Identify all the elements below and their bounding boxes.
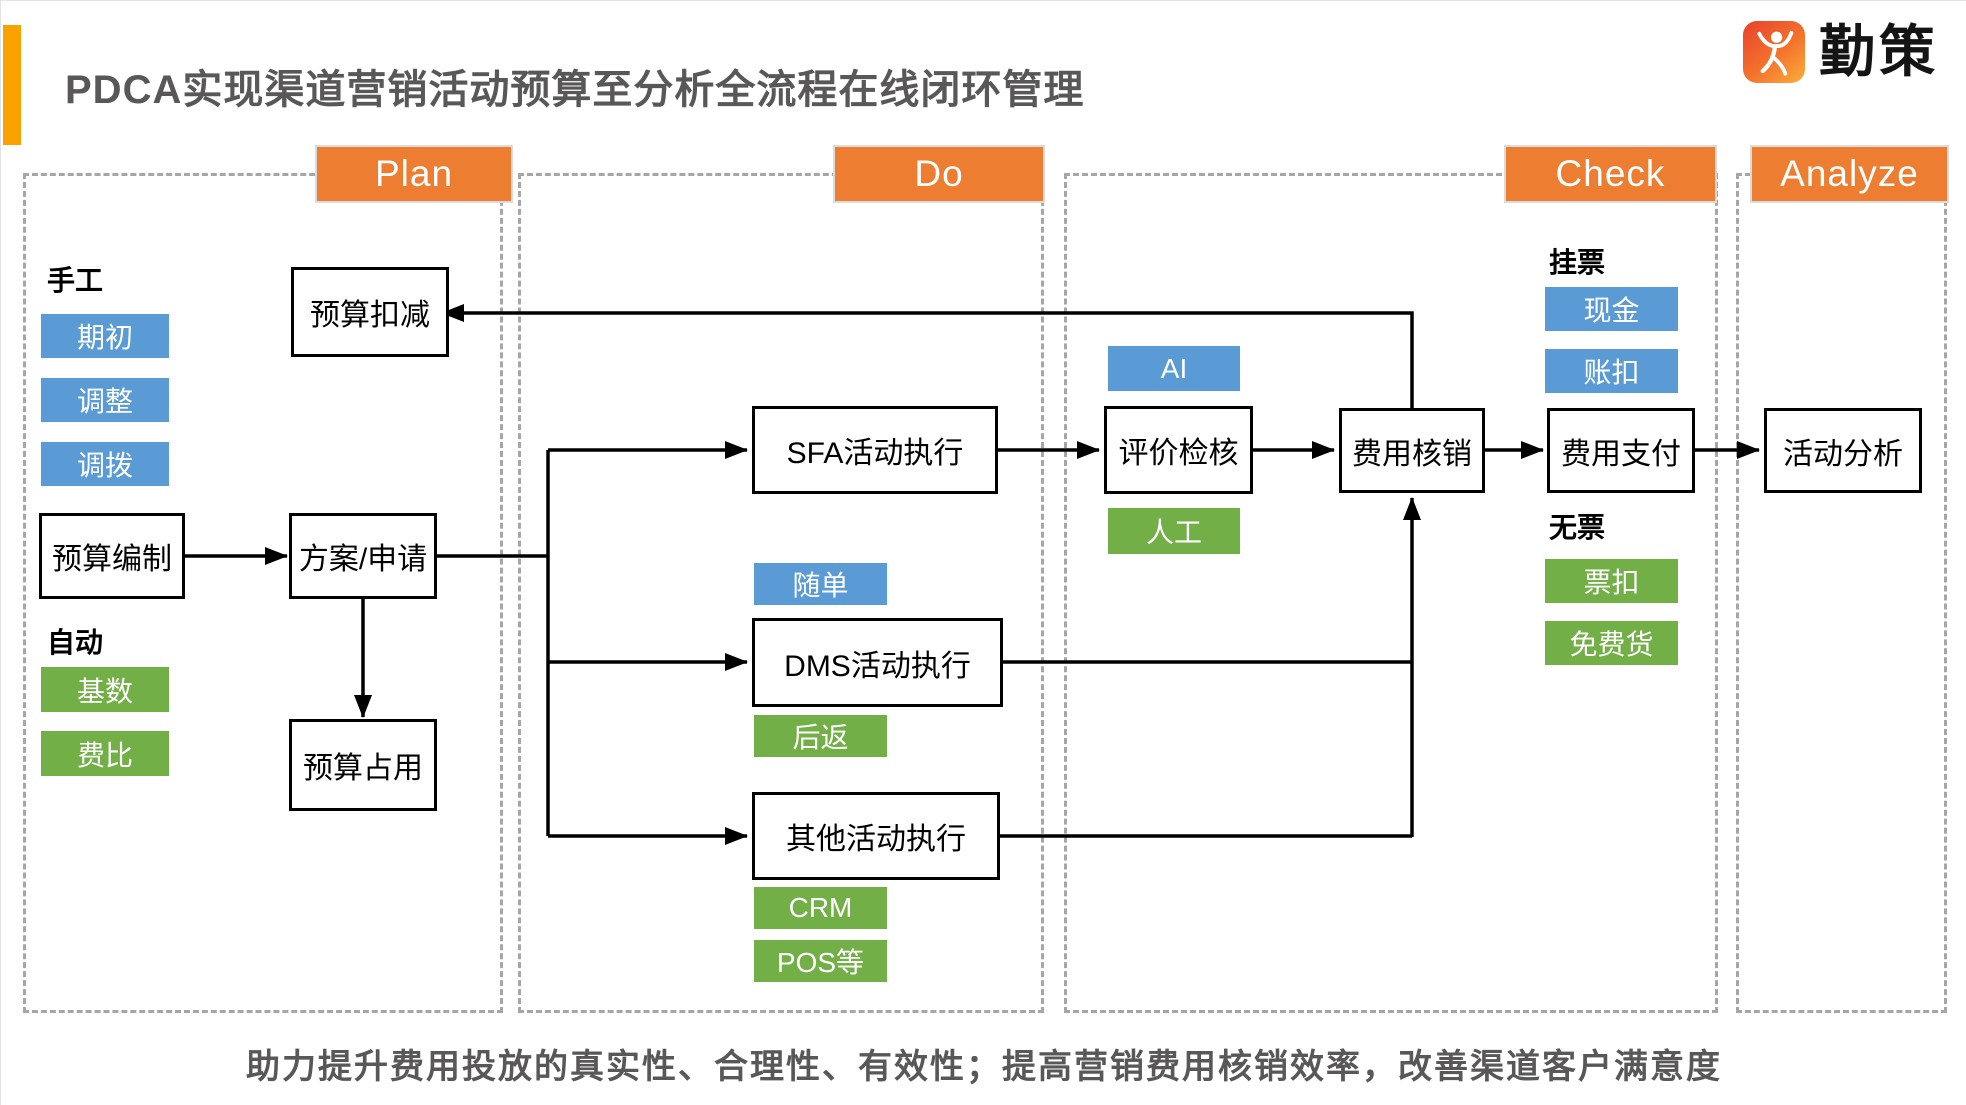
- do-header: Do: [833, 145, 1045, 203]
- check-section-frame: [1064, 173, 1718, 1013]
- node-other-execution: 其他活动执行: [752, 792, 1000, 880]
- guapiao-label: 挂票: [1549, 247, 1606, 278]
- brand-name: 勤策: [1819, 20, 1939, 83]
- node-sfa-execution: SFA活动执行: [752, 406, 998, 494]
- chip-crm: CRM: [754, 887, 887, 929]
- node-budget-deduction: 预算扣减: [291, 267, 449, 357]
- chip-piaokou: 票扣: [1545, 559, 1678, 603]
- node-review-check: 评价检核: [1104, 406, 1253, 494]
- auto-label: 自动: [47, 627, 104, 658]
- check-header: Check: [1504, 145, 1717, 203]
- chip-qichu: 期初: [41, 314, 169, 358]
- node-proposal-apply: 方案/申请: [289, 513, 437, 599]
- chip-tiaozheng: 调整: [41, 378, 169, 422]
- title-accent-bar: [3, 25, 21, 145]
- node-budget-compile: 预算编制: [39, 513, 185, 599]
- chip-rengong: 人工: [1108, 508, 1240, 554]
- do-section-frame: [518, 173, 1044, 1013]
- manual-label: 手工: [47, 265, 104, 296]
- chip-tiaobo: 调拨: [41, 442, 169, 486]
- analyze-header: Analyze: [1750, 145, 1949, 203]
- plan-header: Plan: [315, 145, 513, 203]
- page-title: PDCA实现渠道营销活动预算至分析全流程在线闭环管理: [65, 68, 1085, 112]
- chip-pos: POS等: [754, 940, 887, 982]
- chip-feibi: 费比: [41, 731, 169, 776]
- chip-ai: AI: [1108, 346, 1240, 391]
- chip-suidan: 随单: [754, 563, 887, 605]
- chip-jishu: 基数: [41, 667, 169, 712]
- footer-text: 助力提升费用投放的真实性、合理性、有效性；提高营销费用核销效率，改善渠道客户满意…: [246, 1048, 1722, 1086]
- brand: 勤策: [1743, 21, 1939, 83]
- node-dms-execution: DMS活动执行: [752, 618, 1003, 707]
- chip-cash: 现金: [1545, 287, 1678, 331]
- node-expense-writeoff: 费用核销: [1339, 408, 1485, 493]
- chip-free-goods: 免费货: [1545, 621, 1678, 665]
- analyze-section-frame: [1736, 173, 1947, 1013]
- chip-zhangkou: 账扣: [1545, 349, 1678, 393]
- wupiao-label: 无票: [1549, 512, 1606, 543]
- chip-houfan: 后返: [754, 715, 887, 757]
- node-budget-occupy: 预算占用: [289, 719, 437, 811]
- node-expense-payment: 费用支付: [1547, 408, 1695, 493]
- brand-logo-icon: [1743, 21, 1805, 83]
- node-activity-analysis: 活动分析: [1764, 408, 1922, 493]
- plan-section-frame: [23, 173, 503, 1013]
